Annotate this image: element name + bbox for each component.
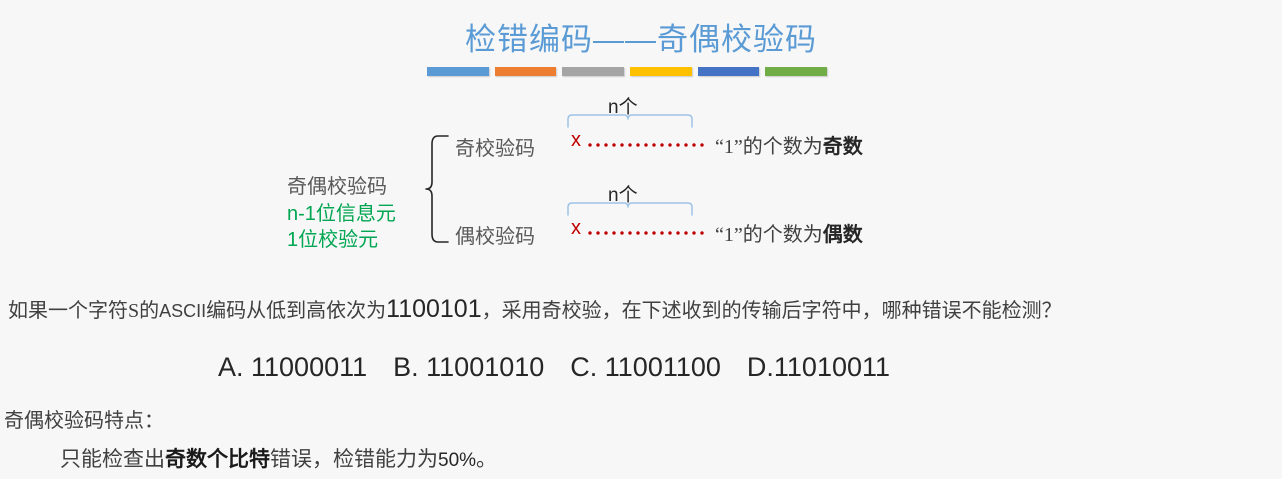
question-part-3: ，采用奇校验，在下述收到的传输后字符中，哪种错误不能检测？ xyxy=(481,300,1062,322)
summary-body-middle: 错误，检错能力为 xyxy=(270,447,438,471)
title-bar-yellow xyxy=(630,67,692,76)
branch-description-odd: “1”的个数为奇数 xyxy=(715,130,863,159)
title-bar-dark-blue xyxy=(697,67,760,76)
title-bar-gray xyxy=(562,67,625,76)
span-brace-icon-even xyxy=(567,202,693,216)
question-part-1: 如果一个字符S的 xyxy=(8,300,160,322)
diagram-root-note-2: 1位校验元 xyxy=(287,229,379,251)
branch-description-even-prefix: “1”的个数为 xyxy=(715,224,823,246)
question-part-2: 编码从低到高依次为 xyxy=(206,300,387,322)
page-title: 检错编码——奇偶校验码 xyxy=(465,22,817,57)
answer-options: A. 11000011 B. 11001010 C. 11001100 D.11010… xyxy=(218,352,890,383)
option-d[interactable]: D.11010011 xyxy=(746,352,891,382)
summary-body: 只能检查出奇数个比特错误，检错能力为50%。 xyxy=(60,443,497,473)
branch-description-even-emphasis: 偶数 xyxy=(822,224,863,246)
summary-body-suffix: 。 xyxy=(476,447,498,471)
summary-body-percent: 50% xyxy=(438,450,477,471)
branch-label-even: 偶校验码 xyxy=(455,226,535,248)
branch-label-odd: 奇校验码 xyxy=(455,138,535,160)
option-b[interactable]: B. 11001010 xyxy=(393,352,545,382)
span-brace-icon-odd xyxy=(567,114,693,128)
dotted-line-odd xyxy=(586,143,708,147)
count-label-odd: n个 xyxy=(608,97,638,118)
parity-code-diagram: 奇偶校验码 n-1位信息元 1位校验元 奇校验码 偶校验码 n个 x n个 x … xyxy=(0,92,1282,272)
code-mark-even: x xyxy=(571,217,581,239)
question-text: 如果一个字符S的ASCII编码从低到高依次为1100101，采用奇校验，在下述收… xyxy=(8,294,1278,324)
count-label-even: n个 xyxy=(608,185,638,206)
summary-body-prefix: 只能检查出 xyxy=(60,447,165,471)
code-line-even: x xyxy=(571,218,708,238)
question-code-value: 1100101 xyxy=(386,295,482,323)
option-a[interactable]: A. 11000011 xyxy=(218,352,368,382)
summary-heading: 奇偶校验码特点： xyxy=(4,410,164,432)
option-c[interactable]: C. 11001100 xyxy=(570,352,721,382)
branch-description-odd-emphasis: 奇数 xyxy=(822,136,863,158)
title-bar-blue xyxy=(427,67,489,76)
code-line-odd: x xyxy=(571,130,708,150)
branch-description-odd-prefix: “1”的个数为 xyxy=(715,136,823,158)
root-brace-icon xyxy=(425,135,449,243)
title-bar-orange xyxy=(494,67,557,76)
diagram-root-note-1: n-1位信息元 xyxy=(287,203,396,225)
branch-description-even: “1”的个数为偶数 xyxy=(715,218,863,247)
diagram-root-label: 奇偶校验码 xyxy=(287,176,387,198)
summary-body-emphasis: 奇数个比特 xyxy=(165,447,270,471)
title-decoration-bars xyxy=(427,67,828,76)
dotted-line-even xyxy=(586,231,708,235)
title-bar-green xyxy=(765,67,828,76)
question-ascii-token: ASCII xyxy=(159,301,207,321)
code-mark-odd: x xyxy=(571,129,581,151)
